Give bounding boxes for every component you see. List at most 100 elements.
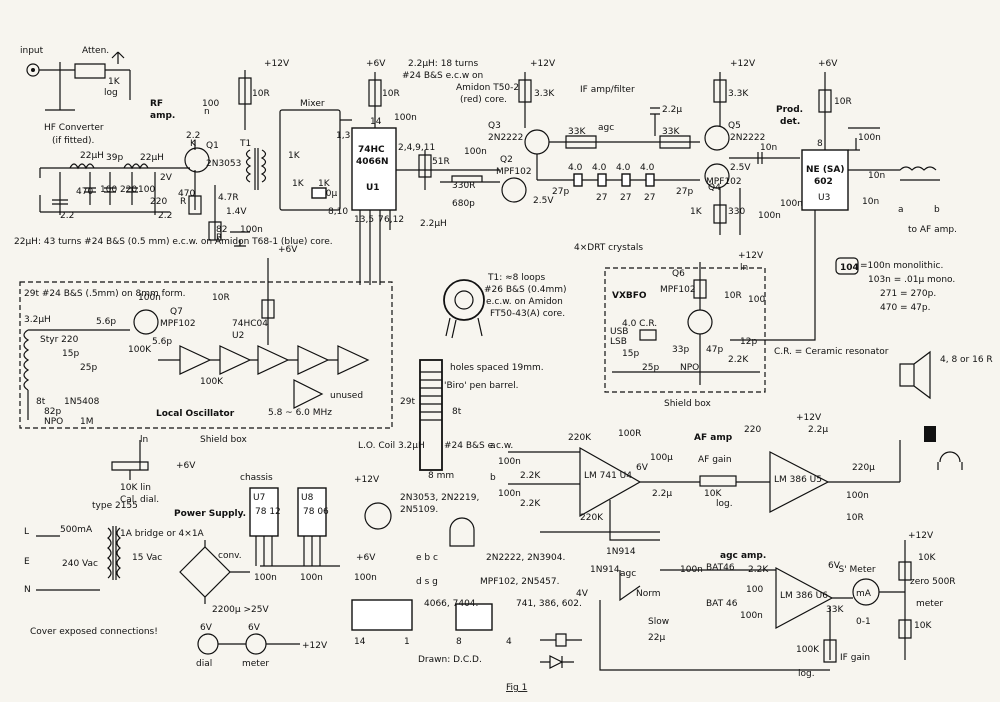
- q1-label: Q1: [206, 141, 219, 151]
- if-r7-value: 1K: [690, 207, 703, 217]
- q3-part: 2N2222: [488, 133, 523, 143]
- ps-transformer-type: type 2155: [92, 501, 138, 511]
- vxbfo-c3-value: 25p: [642, 363, 659, 373]
- rf-amp-label: RF: [150, 99, 163, 109]
- u2-part: 74HC04: [232, 319, 268, 329]
- vxbfo-plus12v: +12V: [738, 251, 764, 261]
- lo-bt-turns: 8t: [36, 397, 46, 407]
- af-input-a: a: [490, 441, 496, 451]
- to5-transistor-icon: [364, 502, 392, 530]
- af-c1-value: 100n: [498, 457, 521, 467]
- dial-lamp-voltage: 6V: [200, 623, 213, 633]
- mixer-c1-value: 10μ: [320, 189, 337, 199]
- ps-out12: +12V: [354, 475, 380, 485]
- if-agc-label: agc: [598, 123, 614, 133]
- rf-r3-value: 2.2: [186, 131, 200, 141]
- vxbfo-c6-value: 100: [748, 295, 765, 305]
- if-r6-value: 3.3K: [728, 89, 749, 99]
- ps-neutral: N: [24, 585, 31, 595]
- if-coil-note: 2.2μH: 18 turns #24 B&S e.c.w on Amidon …: [402, 59, 519, 105]
- if-coil-line2: #24 B&S e.c.w on: [402, 71, 483, 81]
- legend-line4: 470 = 47p.: [880, 303, 930, 313]
- agc-voltage: 4V: [576, 589, 589, 599]
- s-meter-range: 0-1: [856, 617, 871, 627]
- agc-diode1: BAT46: [706, 563, 735, 573]
- u1-pins-d: 2,4,9,11: [398, 143, 435, 153]
- vxbfo-r2-value: 2.2K: [728, 355, 749, 365]
- prod-det-label2: det.: [780, 117, 800, 127]
- front-l1-value: 22μH: [80, 151, 104, 161]
- if-c4-value: 27p: [552, 187, 569, 197]
- prod-det-out-a: a: [898, 205, 904, 215]
- product-detector-section: Prod. det. NE (SA) 602 U3 +6V 10R 100n 8…: [730, 59, 957, 341]
- capacitor-code-legend: 104 =100n monolithic. 103n = .01μ mono. …: [835, 257, 955, 313]
- u1-pins-f: 7: [378, 215, 384, 225]
- s-meter-label: 'S' Meter: [836, 565, 876, 575]
- lo-shield-label: Shield box: [200, 435, 247, 445]
- agc-r2-value: 10K: [918, 553, 936, 563]
- key-ic2: 741, 386, 602.: [516, 599, 582, 609]
- lo-inductance: 3.2μH: [24, 315, 51, 325]
- t1-toroid-note: T1: ≈8 loops #26 B&S (0.4mm) e.c.w. on A…: [443, 273, 567, 339]
- q1-part: 2N3053: [206, 159, 241, 169]
- rf-r1-value: 100: [202, 99, 219, 109]
- q7-jfet-icon: [133, 309, 159, 335]
- agc-r5-law: log.: [798, 669, 815, 679]
- local-oscillator-section: 29t #24 B&S (.5mm) on 8mm form. 3.2μH St…: [19, 245, 393, 445]
- key-pin8: 8: [456, 637, 462, 647]
- rf-r3-unit: K: [190, 139, 197, 149]
- legend-line3: 271 = 270p.: [880, 289, 936, 299]
- prod-det-plus6v: +6V: [818, 59, 838, 69]
- af-gain-pot-value: 10K: [704, 489, 722, 499]
- u1-pins-b: 14: [370, 117, 382, 127]
- q3-transistor-icon: [524, 129, 550, 155]
- af-plus12v: +12V: [796, 413, 822, 423]
- af-c3-value: 100μ: [650, 453, 673, 463]
- if-c1-value: 680p: [452, 199, 475, 209]
- lo-c4-value: 25p: [80, 363, 97, 373]
- u1-pins-g: 6,12: [384, 215, 404, 225]
- vxbfo-r1-value: 10R: [724, 291, 742, 301]
- q4-label: Q4: [708, 183, 721, 193]
- legend-line1: =100n monolithic.: [860, 261, 943, 271]
- af-input-b: b: [490, 473, 496, 483]
- if-c6-value: 27: [620, 193, 631, 203]
- if-r8-value: 330: [728, 207, 745, 217]
- agc-plus12v: +12V: [908, 531, 934, 541]
- vxbfo-shield-label: Shield box: [664, 399, 711, 409]
- vxbfo-c5-value: 12p: [740, 337, 757, 347]
- meter-lamp-voltage: 6V: [248, 623, 261, 633]
- ps-lamp-supply: +12V: [302, 641, 328, 651]
- af-d2-part: 1N914: [590, 565, 620, 575]
- af-c6-value: 2.2μ: [808, 425, 828, 435]
- vxbfo-label: VXBFO: [612, 291, 647, 301]
- atten-label: Atten.: [82, 46, 109, 56]
- rf-amp-label2: amp.: [150, 111, 175, 121]
- u1-pins-e: 13,5: [354, 215, 374, 225]
- lo-npo: NPO: [44, 417, 63, 427]
- phone-jack-icon: [924, 426, 936, 442]
- if-r3-value: 33K: [568, 127, 586, 137]
- crystal-2-value: 4.0: [592, 163, 607, 173]
- u4-741-opamp-icon: [579, 446, 642, 518]
- agc-c2-value: 100n: [740, 611, 763, 621]
- agc-slow-label: Slow: [648, 617, 669, 627]
- lo-c1-value: 5.6p: [96, 317, 116, 327]
- af-gain-pot-icon: [699, 475, 737, 487]
- crystal-1-value: 4.0: [568, 163, 583, 173]
- ps-c2-value: 100n: [300, 573, 323, 583]
- if-r2-value: 330R: [452, 181, 475, 191]
- q2-label: Q2: [500, 155, 513, 165]
- ps-cap: 2200μ >25V: [212, 605, 269, 615]
- u7-part: 78 12: [255, 507, 281, 517]
- atten-pot-value: 1K: [108, 77, 121, 87]
- key-ic1: 4066, 7404.: [424, 599, 478, 609]
- prod-det-out-b: b: [934, 205, 940, 215]
- if-r5-value: 3.3K: [534, 89, 555, 99]
- drawn-by: Drawn: D.C.D.: [418, 655, 482, 665]
- ps-line: L: [24, 527, 29, 537]
- q7-part: MPF102: [160, 319, 196, 329]
- rf-v1-value: 1.4V: [226, 207, 247, 217]
- dip8-ic-icon: [455, 603, 493, 631]
- lo-r4-value: 1M: [80, 417, 94, 427]
